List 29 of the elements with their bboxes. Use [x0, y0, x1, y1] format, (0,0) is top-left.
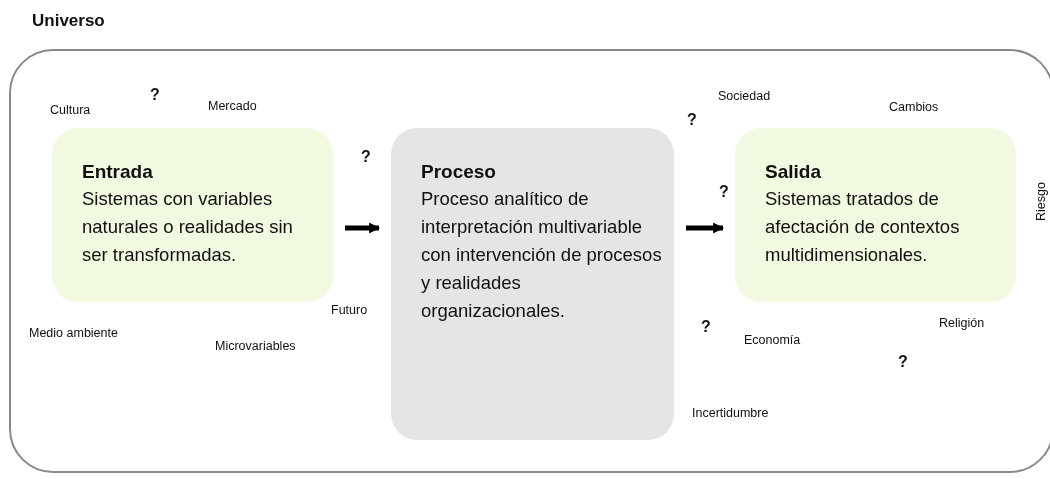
factor-label: Religión [939, 316, 985, 330]
box-heading: Entrada [82, 160, 154, 184]
factor-label: Mercado [208, 99, 257, 113]
rounded-box [735, 128, 1016, 302]
factor-label: Medio ambiente [29, 326, 118, 340]
factor-label: Economía [744, 333, 801, 347]
question-mark: ? [361, 148, 371, 166]
box-heading: Proceso [421, 160, 497, 184]
arrow [686, 222, 725, 234]
box-text: Sistemas con variables naturales o realidades sin ser transformadas. [82, 187, 294, 267]
question-mark: ? [150, 86, 160, 104]
factor-label: Sociedad [718, 89, 771, 103]
question-mark: ? [701, 318, 711, 336]
question-mark: ? [898, 353, 908, 371]
box-text: Proceso analítico de interpretación multivariable con intervención de procesos y realidades organizacionales. [421, 187, 663, 323]
factor-label: Cultura [50, 103, 91, 117]
question-mark: ? [719, 183, 729, 201]
factor-label: Riesgo [1034, 182, 1048, 221]
box-heading: Salida [765, 160, 822, 184]
factor-label: Futuro [331, 303, 368, 317]
box-text: Sistemas tratados de afectación de contextos multidimensionales. [765, 187, 961, 267]
heading: Universo [32, 11, 105, 31]
question-mark: ? [687, 111, 697, 129]
rounded-box [52, 128, 333, 302]
process-box [391, 128, 674, 440]
factor-label: Incertidumbre [692, 406, 769, 420]
factor-label: Cambios [889, 100, 939, 114]
factor-label: Microvariables [215, 339, 296, 353]
arrow [345, 222, 381, 234]
